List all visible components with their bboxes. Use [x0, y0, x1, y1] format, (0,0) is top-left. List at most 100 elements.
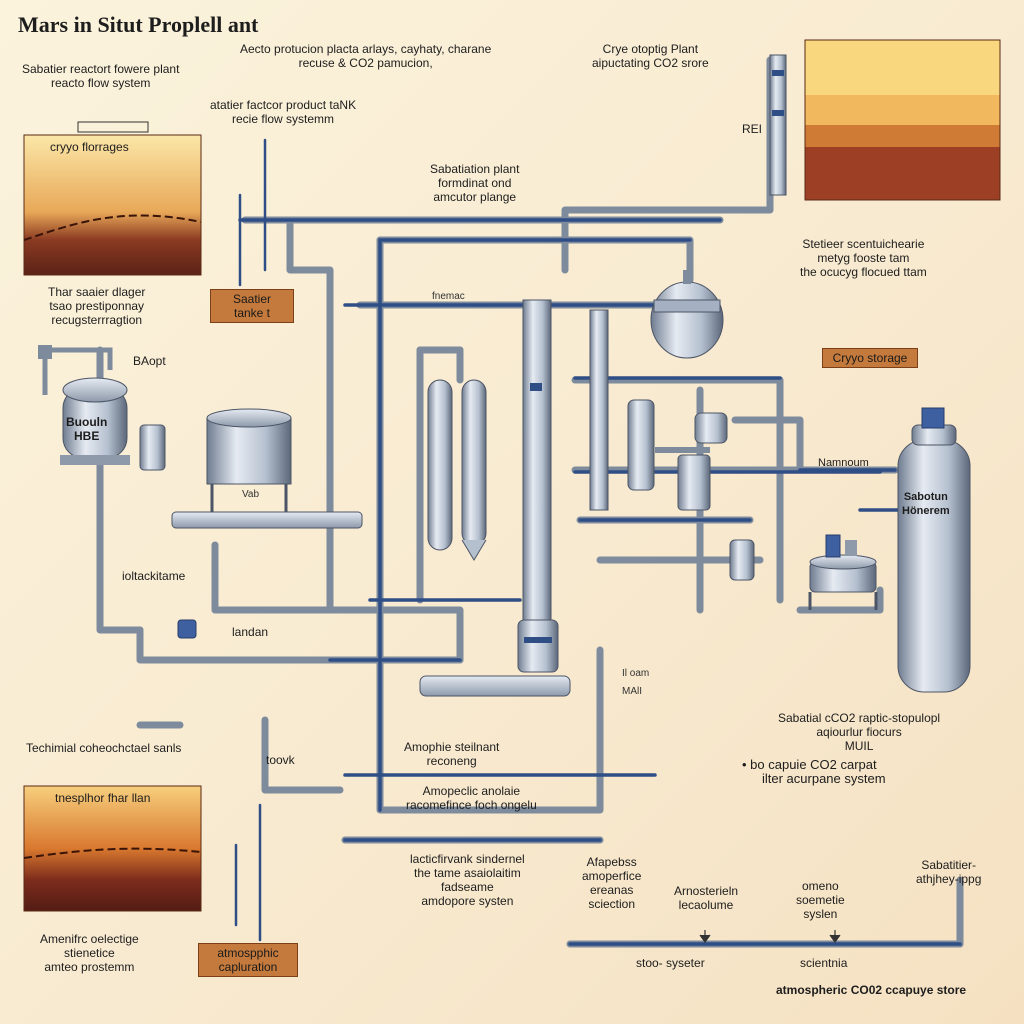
atmospheric-badge: atmospphic capluration	[198, 943, 298, 977]
amophie-1-line-1: Amophie steilnant	[404, 740, 500, 754]
header-note-right-line-1: Crye otoptig Plant	[602, 42, 699, 56]
pipe-tag-oam: Il oam	[622, 668, 650, 679]
header-note-center: Aecto protucion placta arlays, cayhaty, …	[240, 42, 491, 70]
header-note-right: Crye otoptig Plant aipuctating CO2 srore	[592, 42, 709, 70]
header-note-left-line-1: Sabatier reactort fowere plant	[22, 62, 180, 76]
left-tank-text: Buouln HBE	[66, 415, 107, 443]
twin-vessels	[427, 379, 487, 561]
reactor-dome	[650, 270, 724, 359]
amehic-label: Amenifrc oelectige stienetice amteo pros…	[40, 932, 139, 974]
central-column	[419, 299, 609, 697]
tank-note: atatier factcor product taNK recie flow …	[210, 98, 356, 126]
bottom-mid3-line-2: soemetie	[796, 893, 845, 907]
bottom-mid-label-3: omeno soemetie syslen	[796, 879, 845, 921]
side-label: Namnoum	[818, 457, 869, 469]
big-right-tank	[897, 407, 971, 693]
right-note-line-2: aqiourlur fiocurs	[816, 725, 902, 739]
tank-note-line-1: atatier factcor product taNK	[210, 98, 357, 112]
strata-panel-top-right	[804, 39, 1001, 201]
right-note-line-1: Sabatial cCO2 raptic-stopulopl	[778, 711, 941, 725]
amophie-label-2: Amopeclic anolaie racomefince foch ongel…	[406, 784, 537, 812]
header-note-left-line-2: reacto flow system	[51, 76, 151, 90]
tank-note-line-2: recie flow systemm	[232, 112, 335, 126]
amophie-2-line-1: Amopeclic anolaie	[422, 784, 521, 798]
header-note-center-line-1: Aecto protucion placta arlays, cayhaty, …	[240, 42, 492, 56]
big-tank-line-2: Hönerem	[902, 505, 950, 517]
pipe-bottom-label-1: stoo- syseter	[636, 956, 705, 970]
heat-exchanger-line-2: tsao prestiponnay	[49, 299, 145, 313]
heat-exchanger-line-1: Thar saaier dlager	[48, 285, 146, 299]
sabation-plant-line-3: amcutor plange	[433, 190, 517, 204]
co2-capture-line-1: • bo capuie CO2 carpat	[742, 757, 877, 772]
atmospheric-badge-line-1: atmospphic	[217, 946, 279, 960]
amehic-line-1: Amenifrc oelectige	[40, 932, 139, 946]
sabation-plant-line-2: formdinat ond	[438, 176, 512, 190]
amehic-line-3: amteo prostemm	[44, 960, 135, 974]
bottom-mid2-line-2: lecaolume	[678, 898, 734, 912]
panel-label-bottom-left: tnesplhor fhar llan	[55, 791, 151, 805]
bottom-center-label: lacticfirvank sindernel the tame asaiola…	[410, 852, 525, 908]
control-flame-label: ioltackitame	[122, 569, 186, 583]
bottom-mid1-line-2: amoperfice	[582, 869, 642, 883]
bottom-mid1-line-4: sciection	[588, 897, 636, 911]
top-right-desc-line-3: the ocucyg flocued ttam	[800, 265, 927, 279]
page-title: Mars in Situt Proplell ant	[18, 12, 259, 37]
heat-exchanger-label: Thar saaier dlager tsao prestiponnay rec…	[48, 285, 145, 327]
exchanger-cluster	[627, 399, 755, 581]
sabation-plant-label: Sabatiation plant formdinat ond amcutor …	[430, 162, 519, 204]
header-note-right-line-2: aipuctating CO2 srore	[592, 56, 709, 70]
right-stack	[769, 54, 787, 196]
ground-panel-top-left	[23, 121, 202, 276]
left-bottom-valve	[177, 619, 197, 639]
mid-label-fnemac: fnemac	[432, 291, 465, 302]
pipe-bottom-label-2: scientnia	[800, 956, 848, 970]
header-note-left: Sabatier reactort fowere plant reacto fl…	[22, 62, 179, 90]
heat-exchanger-line-3: recugsterrragtion	[51, 313, 143, 327]
saatier-badge-line-2: tanke t	[233, 306, 271, 320]
header-note-center-line-2: recuse & CO2 pamucion,	[298, 56, 433, 70]
top-right-desc-line-2: metyg fooste tam	[817, 251, 910, 265]
saatier-badge-line-1: Saatier	[232, 292, 272, 306]
bottom-center-line-4: amdopore systen	[421, 894, 514, 908]
knot-label: BAopt	[133, 354, 166, 368]
right-note-line-3: MUIL	[844, 739, 874, 753]
sabation-plant-line-1: Sabatiation plant	[430, 162, 520, 176]
right-note: Sabatial cCO2 raptic-stopulopl aqiourlur…	[778, 711, 940, 753]
technical-label: Techimial coheochctael sanls	[26, 741, 182, 755]
bottom-mid-label-1: Afapebss amoperfice ereanas sciection	[582, 855, 641, 911]
bottom-right-line-2: athjhey-ippg	[916, 872, 982, 886]
bottom-center-line-2: the tame asaiolaitim	[414, 866, 521, 880]
left-tank-text-line-1: Buouln	[66, 415, 108, 429]
amophie-2-line-2: racomefince foch ongelu	[406, 798, 537, 812]
bottom-center-line-1: lacticfirvank sindernel	[410, 852, 525, 866]
bottom-mid3-line-1: omeno	[802, 879, 839, 893]
co2-capture-line-2: ilter acurpane system	[762, 771, 886, 786]
bottom-mid1-line-3: ereanas	[590, 883, 634, 897]
cryo-storage-badge: Cryyo storage	[822, 348, 918, 368]
landan-label: landan	[232, 625, 269, 639]
ground-panel-bottom-left	[23, 785, 202, 912]
amophie-label-1: Amophie steilnant reconeng	[404, 740, 499, 768]
left-tank-text-line-2: HBE	[73, 429, 100, 443]
bottom-right-line-1: Sabatitier-	[921, 858, 977, 872]
toovk-label: toovk	[266, 753, 295, 767]
atmospheric-badge-line-2: capluration	[218, 960, 278, 974]
bottom-mid3-line-3: syslen	[803, 907, 838, 921]
left-process-tank	[38, 345, 166, 471]
amophie-1-line-2: reconeng	[426, 754, 477, 768]
bottom-center-line-3: fadseame	[441, 880, 494, 894]
top-right-desc-line-1: Stetieer scentuichearie	[802, 237, 925, 251]
big-tank-line-1: Sabotun	[903, 491, 948, 503]
amehic-line-2: stienetice	[64, 946, 115, 960]
big-tank-label: Sabotun Hönerem	[902, 490, 950, 518]
saatier-badge: Saatier tanke t	[210, 289, 294, 323]
bottom-mid1-line-1: Afapebss	[586, 855, 637, 869]
bottom-mid2-line-1: Arnosterieln	[674, 884, 739, 898]
rei-tag: REI	[742, 122, 763, 136]
bottom-mid-label-2: Arnosterieln lecaolume	[674, 884, 738, 912]
pipe-tag-mail: MAlI	[622, 686, 642, 697]
top-right-description: Stetieer scentuichearie metyg fooste tam…	[800, 237, 927, 279]
middle-storage-tank	[171, 408, 363, 529]
co2-capture-note: • bo capuie CO2 carpat ilter acurpane sy…	[742, 758, 886, 786]
